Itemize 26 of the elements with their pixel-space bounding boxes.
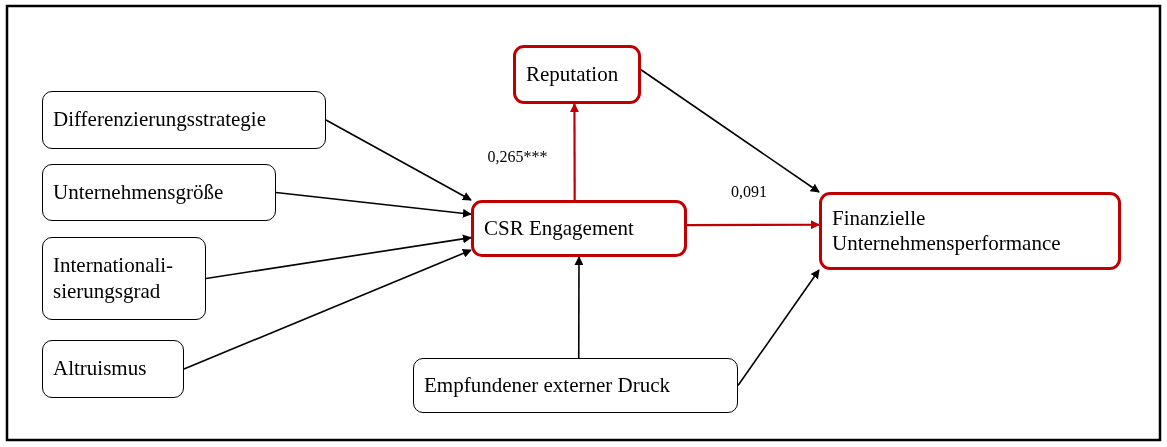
construct-box xyxy=(471,200,687,257)
node-label: CSR Engagement xyxy=(484,215,634,242)
arrow xyxy=(275,191,472,218)
factor-box xyxy=(42,164,276,221)
factor-box xyxy=(42,91,326,149)
node-label: Altruismus xyxy=(53,356,147,382)
construct-box xyxy=(819,192,1121,270)
node-label: Reputation xyxy=(526,61,619,88)
factor-box xyxy=(42,237,206,320)
arrow xyxy=(574,256,584,359)
factor-box xyxy=(42,340,184,398)
edge-label: 0,265*** xyxy=(485,148,550,166)
construct-box xyxy=(513,45,641,104)
node-label: Empfundener externer Druck xyxy=(424,372,671,399)
arrow xyxy=(183,249,472,370)
node-label: Finanzielle Unternehmensperformance xyxy=(832,205,1062,257)
arrow xyxy=(325,119,472,201)
arrow xyxy=(569,103,579,200)
node-label: Unternehmensgröße xyxy=(53,179,224,206)
factor-box xyxy=(413,358,738,413)
arrow xyxy=(737,269,820,387)
arrow xyxy=(205,234,472,280)
node-label: Internationali- sierungsgrad xyxy=(53,253,175,304)
arrow xyxy=(640,69,820,193)
node-label: Differenzierungsstrategie xyxy=(53,107,266,133)
arrow xyxy=(687,220,820,230)
